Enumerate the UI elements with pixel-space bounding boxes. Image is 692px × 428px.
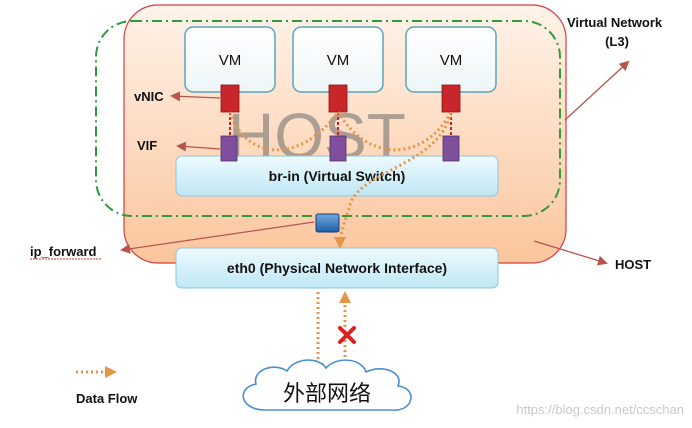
host-pointer <box>533 240 608 266</box>
vm-to-vm-flow <box>336 111 453 152</box>
vnic-vif-pair <box>328 84 348 162</box>
legend-data-flow-label: Data Flow <box>76 391 138 406</box>
vnic-label: vNIC <box>134 89 164 104</box>
vm-box: VM <box>184 26 276 93</box>
virtual-network-pointer <box>564 60 630 121</box>
ip-forward-port <box>315 213 340 233</box>
source-watermark: https://blog.csdn.net/ccschan <box>516 402 684 417</box>
ip-forward-label: ip_forward <box>30 244 97 259</box>
vif-block <box>442 135 460 162</box>
vm-label: VM <box>327 52 350 69</box>
vif-pointer <box>176 141 221 152</box>
external-network-cloud: 外部网络 <box>242 359 412 411</box>
vnic-block <box>220 84 240 113</box>
physical-interface: eth0 (Physical Network Interface) <box>175 247 499 289</box>
virtual-network-label-line2: (L3) <box>605 34 629 49</box>
external-network-label: 外部网络 <box>283 382 371 407</box>
vm-to-eth-flow <box>334 111 453 249</box>
vnic-vif-pair <box>441 84 461 162</box>
vif-block <box>329 135 347 162</box>
vm-box: VM <box>405 26 497 93</box>
virtual-switch: br-in (Virtual Switch) <box>175 155 499 197</box>
vm-box: VM <box>292 26 384 93</box>
vnic-pointer <box>170 91 221 102</box>
blocked-x-icon <box>338 326 356 344</box>
vm-label: VM <box>440 52 463 69</box>
vnic-block <box>441 84 461 113</box>
vm-to-vm-flow <box>228 111 340 152</box>
vm-label: VM <box>219 52 242 69</box>
vif-block <box>220 135 238 162</box>
ip-forward-pointer <box>120 221 315 254</box>
virtual-network-label-line1: Virtual Network <box>567 15 663 30</box>
physical-interface-label: eth0 (Physical Network Interface) <box>227 260 447 276</box>
vnic-block <box>328 84 348 113</box>
vif-label: VIF <box>137 138 157 153</box>
vnic-vif-pair <box>220 84 240 162</box>
legend: Data Flow <box>76 366 138 406</box>
host-label: HOST <box>615 257 651 272</box>
virtual-switch-label: br-in (Virtual Switch) <box>269 168 406 184</box>
